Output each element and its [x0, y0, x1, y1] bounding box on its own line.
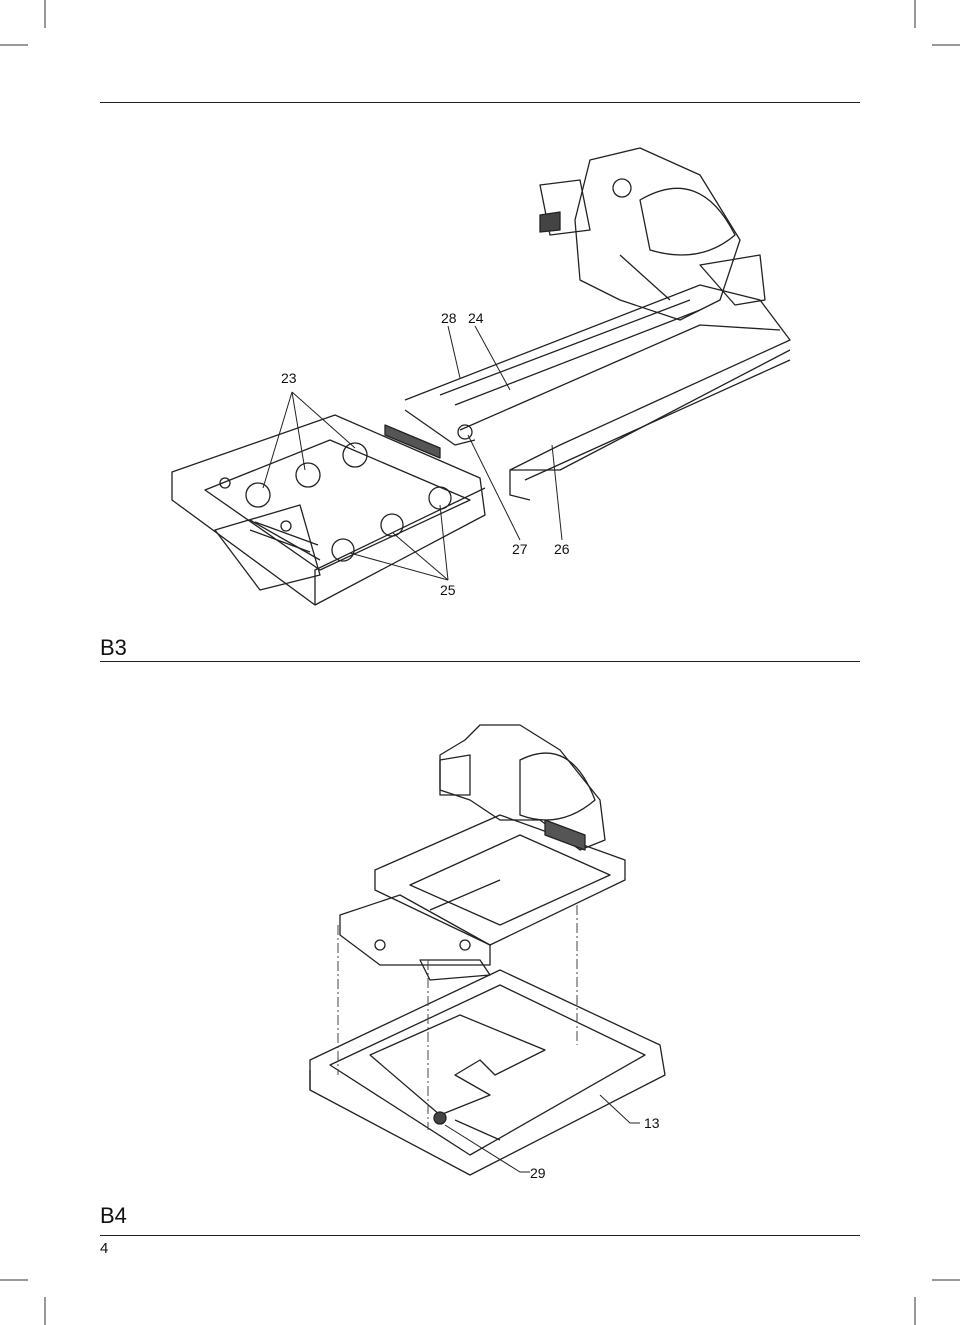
- callout-26: 26: [554, 541, 570, 557]
- figure-label-b3: B3: [100, 635, 127, 660]
- callout-29: 29: [530, 1165, 546, 1181]
- figure-label-b4: B4: [100, 1203, 127, 1228]
- callout-27: 27: [512, 541, 528, 557]
- header-rule: [100, 102, 860, 103]
- callout-25: 25: [440, 582, 456, 598]
- callout-24: 24: [468, 310, 484, 326]
- callout-23: 23: [281, 370, 297, 386]
- callout-28: 28: [441, 310, 457, 326]
- figure-b3-rule: [100, 661, 860, 662]
- footer-rule: [100, 1235, 860, 1236]
- page-number: 4: [100, 1240, 109, 1257]
- callout-13: 13: [644, 1115, 660, 1131]
